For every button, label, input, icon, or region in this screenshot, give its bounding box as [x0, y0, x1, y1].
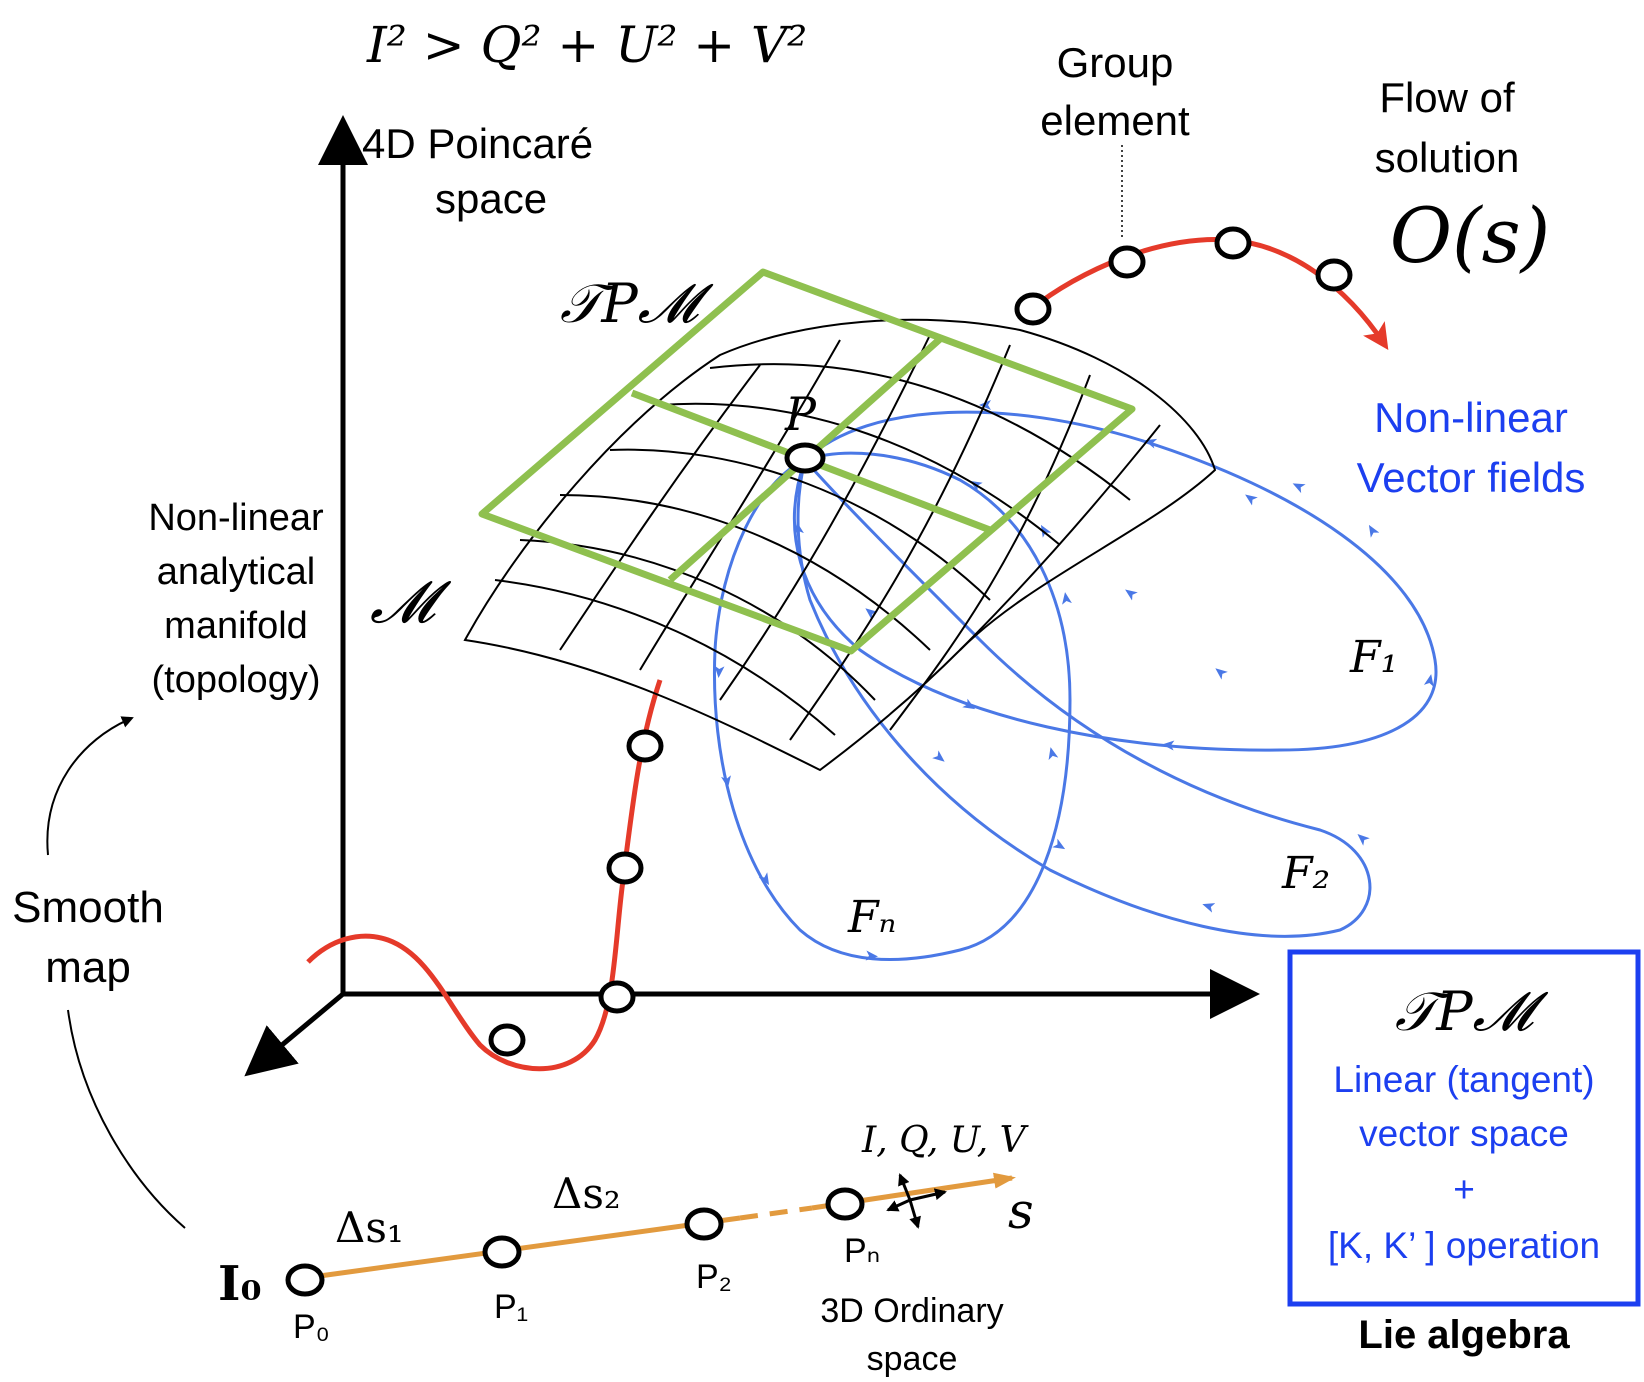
vector-fields-label-2: Vector fields: [1357, 454, 1586, 501]
ds1-label: Δs₁: [335, 1203, 404, 1252]
field-fn-label: Fₙ: [847, 892, 896, 943]
lie-algebra-caption: Lie algebra: [1358, 1313, 1570, 1357]
ordinary-space-label-1: 3D Ordinary: [820, 1292, 1003, 1330]
lie-box-line-4: [K, K’ ] operation: [1328, 1225, 1600, 1266]
group-element-label-1: Group: [1057, 39, 1174, 86]
s-label: s: [1008, 1182, 1034, 1240]
field-f1-label: F₁: [1349, 632, 1398, 683]
p2-label: P₂: [696, 1258, 732, 1296]
ds2-label: Δs₂: [552, 1169, 621, 1218]
group-element-label-2: element: [1040, 97, 1190, 144]
lie-box-line-3: +: [1453, 1169, 1475, 1210]
point-p-marker: [784, 442, 826, 474]
group-element-points: [488, 226, 1353, 1057]
stokes-label: I, Q, U, V: [861, 1120, 1030, 1161]
ordinary-space-label-2: space: [867, 1340, 958, 1378]
flow-label-2: solution: [1375, 134, 1520, 181]
tangent-space-symbol: 𝒯P𝓜: [560, 272, 714, 335]
lie-box-line-2: vector space: [1359, 1113, 1569, 1154]
smooth-map-label-2: map: [45, 943, 131, 992]
p0-label: P₀: [293, 1308, 330, 1346]
vector-fields-label-1: Non-linear: [1374, 394, 1568, 441]
manifold-grid: [463, 318, 1217, 772]
path-points: [285, 1187, 865, 1297]
flow-label-1: Flow of: [1379, 74, 1515, 121]
stokes-frame: [886, 1173, 947, 1229]
manifold-symbol: 𝓜: [370, 568, 452, 636]
lie-box-line-1: Linear (tangent): [1333, 1059, 1594, 1100]
field-f1-loop: [793, 410, 1438, 752]
poincare-label-1: 4D Poincaré: [362, 120, 593, 167]
smooth-map-arrows: [46, 716, 186, 1229]
lie-algebra-box: [1287, 949, 1641, 1307]
field-fn-loop: [712, 451, 1072, 961]
manifold-desc-3: manifold: [164, 605, 308, 647]
smooth-map-label-1: Smooth: [12, 883, 164, 932]
point-p-label: P: [784, 387, 817, 441]
manifold-desc-1: Non-linear: [148, 497, 324, 539]
poincare-label-2: space: [435, 175, 547, 222]
manifold-desc-4: (topology): [152, 659, 321, 701]
p1-label: P₁: [494, 1288, 528, 1326]
flow-symbol: O(s): [1390, 191, 1551, 280]
condition-formula: I² > Q² + U² + V²: [366, 16, 807, 74]
pn-label: Pₙ: [844, 1232, 880, 1270]
flow-curve: [306, 237, 1389, 1072]
axes: [244, 115, 1260, 1077]
depth-axis: [244, 992, 345, 1077]
manifold-desc-2: analytical: [157, 551, 315, 593]
start-vector-label: I₀: [218, 1256, 261, 1312]
lie-box-symbol: 𝒯P𝓜: [1395, 980, 1549, 1043]
field-f2-label: F₂: [1281, 848, 1330, 899]
field-f2-loop: [796, 456, 1372, 938]
